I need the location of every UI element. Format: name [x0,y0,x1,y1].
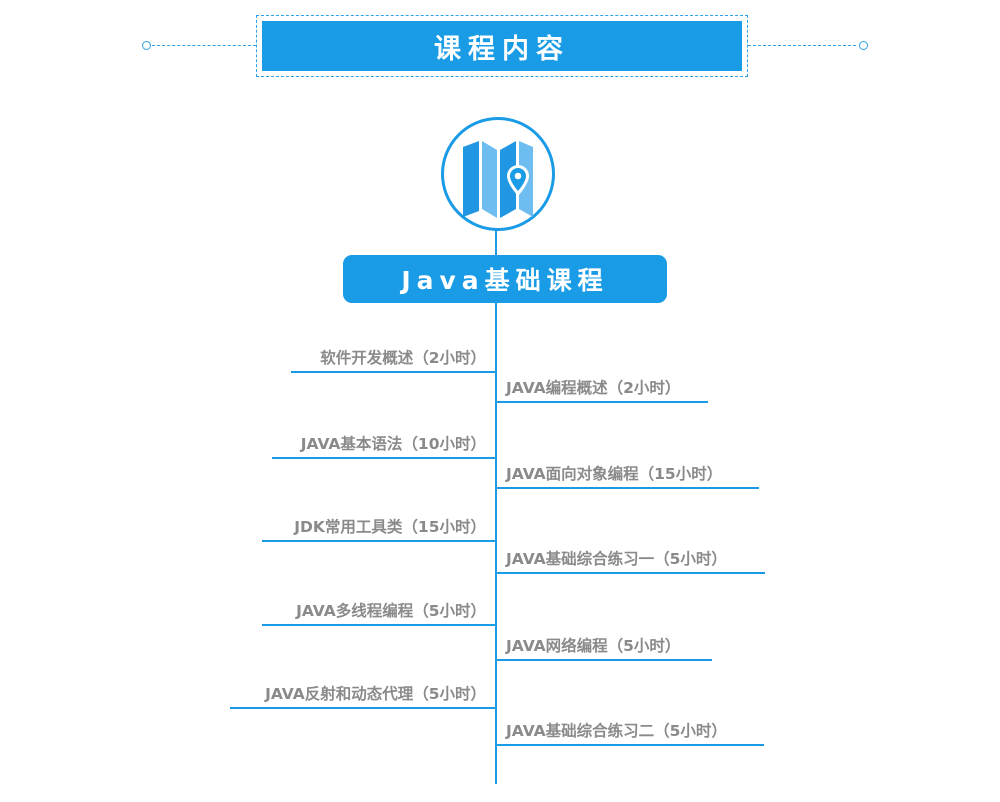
header-line-right [748,45,856,46]
topic-label: JAVA多线程编程（5小时） [296,602,486,620]
topic-label: JAVA网络编程（5小时） [506,637,681,655]
topic-item: JAVA多线程编程（5小时） [262,598,496,626]
topic-label: JAVA反射和动态代理（5小时） [265,685,486,703]
topic-item: JAVA基本语法（10小时） [272,431,496,459]
topic-label: JAVA基础综合练习一（5小时） [506,550,727,568]
topic-label: JAVA基本语法（10小时） [300,435,486,453]
header-dot-right [859,41,868,50]
topic-label: 软件开发概述（2小时） [320,349,486,367]
main-title-pill: Java基础课程 [343,255,667,303]
spine-lower [495,302,497,784]
topic-label: JAVA面向对象编程（15小时） [506,465,723,483]
header-dot-left [142,41,151,50]
logo-circle [441,117,555,231]
topic-item: JAVA反射和动态代理（5小时） [230,681,496,709]
topic-label: JDK常用工具类（15小时） [294,518,486,536]
header-banner: 课程内容 [262,21,742,71]
main-title: Java基础课程 [401,266,609,295]
header-box: 课程内容 [256,15,748,77]
header-title: 课程内容 [434,33,570,65]
topic-item: JAVA基础综合练习一（5小时） [496,546,765,574]
topic-item: JAVA基础综合练习二（5小时） [496,718,764,746]
topic-label: JAVA基础综合练习二（5小时） [506,722,727,740]
topic-label: JAVA编程概述（2小时） [506,379,681,397]
header-line-left [152,45,256,46]
spine-upper [495,229,497,256]
map-location-icon [463,141,533,218]
topic-item: JAVA网络编程（5小时） [496,633,712,661]
topic-item: JDK常用工具类（15小时） [262,514,496,542]
topic-item: JAVA面向对象编程（15小时） [496,461,759,489]
topic-item: 软件开发概述（2小时） [291,345,496,373]
topic-item: JAVA编程概述（2小时） [496,375,708,403]
